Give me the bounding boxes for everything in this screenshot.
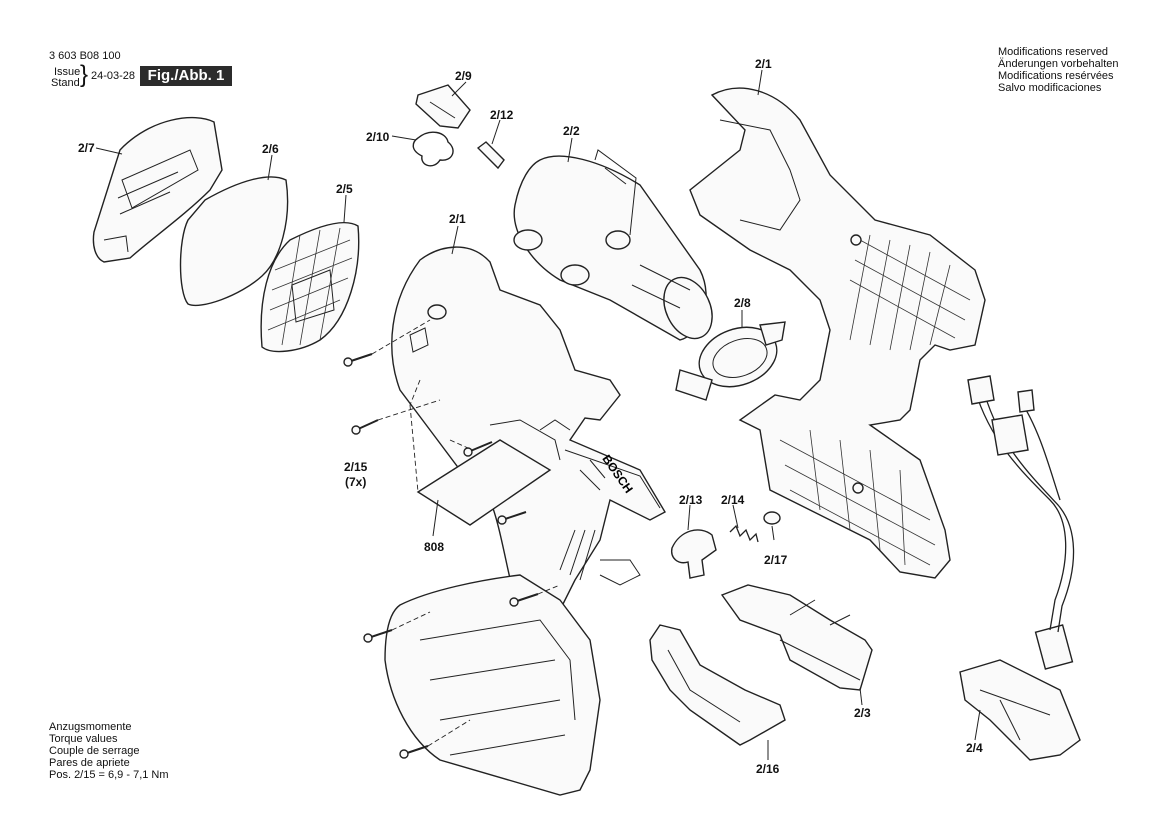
callout-2-15-qty: (7x) [345,475,367,489]
cover-pad-part [179,176,289,307]
grid-plate-part [260,222,360,353]
issue-label: Issue [54,66,81,78]
brace-icon: } [80,61,89,88]
figure-label: Fig./Abb. 1 [140,66,232,86]
callout-2-2: 2/2 [563,124,580,138]
callout-2-6: 2/6 [262,142,279,156]
screw-part [343,319,561,759]
support-ring-part [675,321,786,401]
switch-slide-part [415,84,471,129]
battery-latch-part [720,584,873,691]
callout-2-3: 2/3 [854,706,871,720]
callout-2-14: 2/14 [721,493,745,507]
torque-notice: Anzugsmomente Torque values Couple de se… [49,721,169,781]
pin-part [476,141,505,170]
callout-808: 808 [424,540,445,554]
stand-label: Stand [51,77,80,89]
torque-line: Pos. 2/15 = 6,9 - 7,1 Nm [49,769,169,781]
callout-2-15: 2/15 [344,460,368,474]
washer-part [763,511,781,525]
electronics-module-part [959,375,1081,761]
callout-2-5: 2/5 [336,182,353,196]
modifications-line: Modifications reserved [998,46,1109,58]
housing-half-right-part [689,87,986,579]
callout-2-7: 2/7 [78,141,95,155]
battery-housing-part [384,574,601,796]
trigger-part [671,529,717,579]
leader-lines [95,69,981,760]
callout-2-10: 2/10 [366,130,390,144]
modifications-line: Salvo modificaciones [998,82,1102,94]
cover-strip-part [649,624,786,746]
issue-date: 24-03-28 [91,70,136,82]
motor-part [513,149,713,341]
callout-2-1b: 2/1 [755,57,772,71]
end-cap-part [92,116,223,263]
callout-2-4: 2/4 [966,741,983,755]
label-sticker-part [409,379,552,526]
torque-line: Anzugsmomente [49,721,132,733]
spring-part [729,524,759,543]
part-number: 3 603 B08 100 [49,50,121,62]
modifications-notice: Modifications reserved Änderungen vorbeh… [998,46,1118,94]
spring-clip-part [412,131,454,167]
torque-line: Couple de serrage [49,745,140,757]
callout-2-1a: 2/1 [449,212,466,226]
callout-2-17: 2/17 [764,553,788,567]
modifications-line: Modifications resérvées [998,70,1114,82]
callout-2-9: 2/9 [455,69,472,83]
callout-2-16: 2/16 [756,762,780,776]
callout-2-12: 2/12 [490,108,514,122]
callout-2-8: 2/8 [734,296,751,310]
torque-line: Torque values [49,733,118,745]
callout-2-13: 2/13 [679,493,703,507]
modifications-line: Änderungen vorbehalten [998,58,1119,70]
torque-line: Pares de apriete [49,757,130,769]
